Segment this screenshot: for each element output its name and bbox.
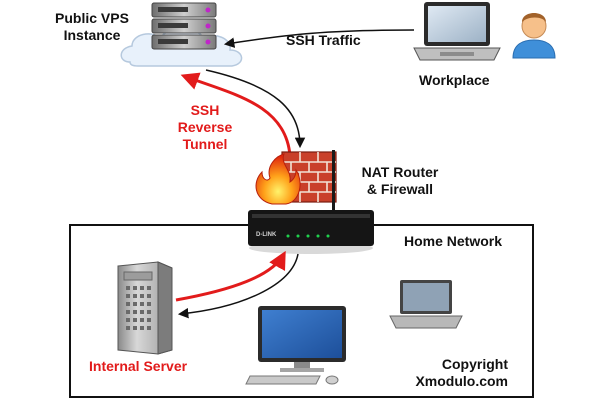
copyright-label: Copyright Xmodulo.com: [410, 356, 508, 390]
reverse-tunnel-label-line1: SSH: [190, 102, 220, 118]
vps-server-icon: [151, 2, 217, 50]
vps-label: Public VPS Instance: [40, 10, 144, 44]
desktop-computer-icon: [245, 306, 346, 385]
server-to-router-tunnel-arrow: [175, 250, 286, 302]
reverse-tunnel-label-line2: Reverse: [177, 119, 233, 135]
router-label-line1: NAT Router: [361, 164, 439, 180]
router-label: NAT Router & Firewall: [350, 164, 450, 198]
workplace-label: Workplace: [419, 72, 490, 88]
reverse-tunnel-arrow: [180, 72, 292, 157]
ssh-traffic-label: SSH Traffic: [286, 32, 361, 48]
ssh-traffic-arrow: [223, 29, 415, 48]
vps-to-router-arrow: [205, 69, 306, 149]
user-icon: [512, 13, 556, 59]
reverse-tunnel-label-line3: Tunnel: [182, 136, 228, 152]
home-network-label: Home Network: [404, 233, 503, 249]
reverse-tunnel-label: SSH Reverse Tunnel: [168, 102, 242, 153]
vps-label-line2: Instance: [63, 27, 121, 43]
laptop-icon: [413, 2, 501, 61]
router-label-line2: & Firewall: [366, 181, 434, 197]
vps-label-line1: Public VPS: [55, 10, 129, 26]
internal-server-icon: [117, 261, 173, 355]
home-laptop-icon: [389, 280, 463, 329]
router-to-server-arrow: [177, 253, 299, 319]
copyright-label-line2: Xmodulo.com: [415, 373, 508, 389]
copyright-label-line1: Copyright: [441, 356, 508, 372]
router-brand: D-LINK: [256, 232, 277, 238]
flame-icon: [255, 153, 301, 205]
internal-server-label: Internal Server: [89, 358, 188, 374]
